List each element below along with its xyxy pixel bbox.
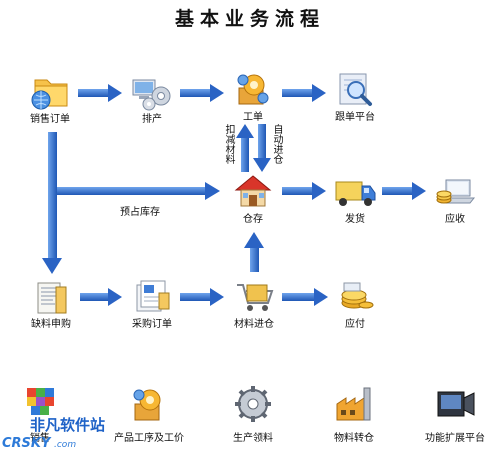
coins-icon — [332, 275, 378, 317]
arrow-reserve-stock — [57, 182, 220, 200]
truck-icon — [332, 170, 378, 212]
document-stack-icon — [129, 275, 175, 317]
node-shipping-label: 发货 — [345, 214, 365, 225]
gear-box-icon — [230, 68, 276, 110]
bottom-item-extension-platform-label: 功能扩展平台 — [425, 433, 485, 444]
arrow-workorder-to-inventory — [253, 124, 271, 172]
bottom-item-warehouse-transfer-label: 物料转仓 — [334, 433, 374, 444]
bottom-item-material-issue-label: 生产领料 — [233, 433, 273, 444]
folder-globe-icon — [27, 70, 73, 112]
magnifier-icon — [332, 68, 378, 110]
arrow-inventory-to-shipping — [282, 182, 326, 200]
bottom-toolbar: 销售 产品工序及工价 生产领料 — [0, 380, 500, 457]
node-shipping[interactable]: 发货 — [320, 170, 390, 226]
arrow-inventory-to-workorder — [236, 124, 254, 172]
node-scheduling[interactable]: 排产 — [117, 70, 187, 126]
bottom-item-warehouse-transfer[interactable]: 物料转仓 — [309, 382, 399, 444]
bottom-item-sales[interactable]: 销售 — [0, 382, 85, 444]
node-material-in[interactable]: 材料进仓 — [219, 275, 289, 331]
watermark-sub-text: CRSKY — [2, 436, 51, 451]
video-camera-icon — [432, 382, 478, 426]
arrow-shortage-to-purchase — [80, 288, 122, 306]
bottom-item-sales-label: 销售 — [30, 433, 50, 444]
label-deduct-material: 扣减材料 — [223, 124, 234, 164]
site-watermark: 非凡软件站 CRSKY .com — [2, 414, 112, 456]
node-receivable-label: 应收 — [445, 214, 465, 225]
colored-blocks-icon — [17, 382, 63, 426]
gear-icon — [230, 382, 276, 426]
node-inventory[interactable]: 仓存 — [218, 170, 288, 226]
page-title: 基本业务流程 — [174, 8, 325, 30]
bottom-item-extension-platform[interactable]: 功能扩展平台 — [410, 382, 500, 444]
node-material-in-label: 材料进仓 — [234, 319, 274, 330]
arrow-schedule-to-workorder — [180, 84, 224, 102]
node-sales-order[interactable]: 销售订单 — [15, 70, 85, 126]
document-folder-icon — [28, 275, 74, 317]
bottom-item-process-price[interactable]: 产品工序及工价 — [104, 382, 194, 444]
node-purchase-order[interactable]: 采购订单 — [117, 275, 187, 331]
gear-box-icon — [126, 382, 172, 426]
cart-box-icon — [231, 275, 277, 317]
node-inventory-label: 仓存 — [243, 214, 263, 225]
node-payable[interactable]: 应付 — [320, 275, 390, 331]
arrow-materialin-to-payable — [282, 288, 328, 306]
node-order-tracking[interactable]: 跟单平台 — [320, 68, 390, 124]
coins-laptop-icon — [432, 170, 478, 212]
node-receivable[interactable]: 应收 — [420, 170, 490, 226]
node-shortage-label: 缺料申购 — [31, 319, 71, 330]
house-icon — [230, 170, 276, 212]
node-work-order[interactable]: 工单 — [218, 68, 288, 124]
node-payable-label: 应付 — [345, 319, 365, 330]
label-auto-stock-in: 自动进仓 — [271, 124, 282, 164]
arrow-materialin-to-inventory — [244, 232, 264, 272]
node-shortage[interactable]: 缺料申购 — [16, 275, 86, 331]
bottom-item-process-price-label: 产品工序及工价 — [114, 433, 184, 444]
arrow-workorder-to-tracking — [282, 84, 326, 102]
arrow-sales-to-schedule — [78, 84, 122, 102]
arrow-shipping-to-receivable — [382, 182, 426, 200]
node-scheduling-label: 排产 — [142, 114, 162, 125]
node-work-order-label: 工单 — [243, 112, 263, 123]
bottom-item-material-issue[interactable]: 生产领料 — [208, 382, 298, 444]
watermark-domain-text: .com — [54, 440, 77, 450]
arrow-purchase-to-materialin — [180, 288, 224, 306]
node-purchase-order-label: 采购订单 — [132, 319, 172, 330]
gears-computer-icon — [129, 70, 175, 112]
node-sales-order-label: 销售订单 — [30, 114, 70, 125]
arrow-sales-down — [42, 132, 62, 274]
factory-icon — [331, 382, 377, 426]
label-reserve-stock: 预占库存 — [120, 207, 160, 218]
node-order-tracking-label: 跟单平台 — [335, 112, 375, 123]
watermark-main-text: 非凡软件站 — [30, 416, 106, 434]
